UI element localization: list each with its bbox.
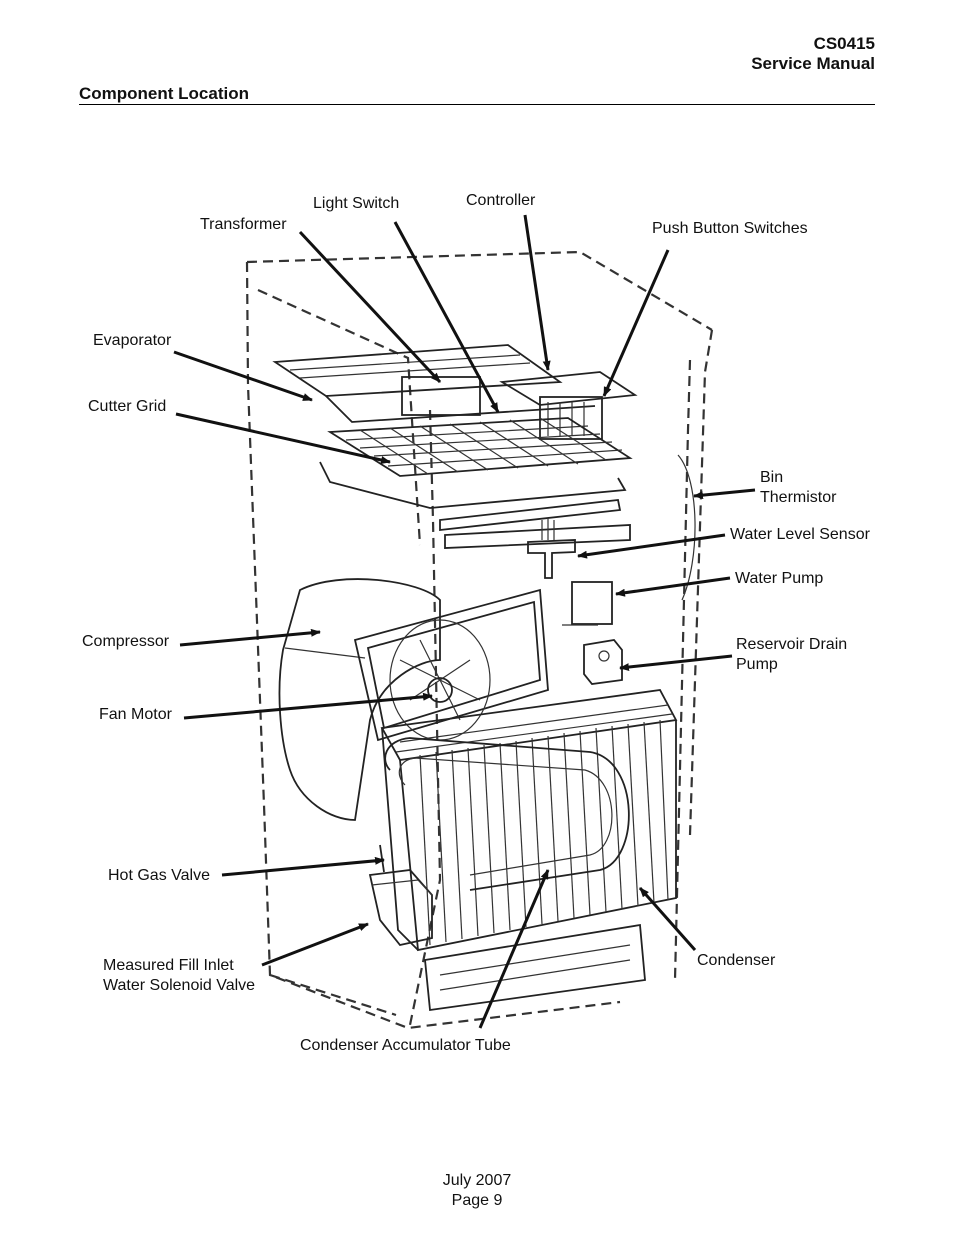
arrow-bin-thermistor [693,488,756,500]
label-bin-thermistor-line1: Bin [760,469,783,486]
arrow-controller [523,214,551,371]
label-measured-fill-line1: Measured Fill Inlet [103,957,234,974]
label-condenser: Condenser [697,952,776,969]
label-push-button-switches: Push Button Switches [652,220,808,237]
arrow-transformer [298,230,442,384]
arrow-measured-fill [261,922,369,967]
arrow-cutter-grid [175,412,391,464]
footer-page-number: Page 9 [451,1192,503,1209]
label-reservoir-drain-pump-line2: Pump [736,656,778,673]
reservoir-components [527,454,696,685]
document-title: Service Manual [751,54,875,73]
arrow-push-button-switches [602,249,670,397]
arrow-evaporator [173,350,313,402]
cutter-grid [319,417,633,549]
arrow-hot-gas-valve [221,856,385,877]
label-condenser-accumulator-tube: Condenser Accumulator Tube [300,1037,511,1054]
compressor [278,578,441,821]
fan-assembly [353,588,549,742]
label-hot-gas-valve: Hot Gas Valve [108,867,210,884]
footer-date: July 2007 [442,1172,512,1189]
evaporator-assembly [272,344,638,440]
label-light-switch: Light Switch [313,195,399,212]
document-code: CS0415 [813,34,875,53]
arrow-light-switch [393,221,500,413]
arrow-condenser [638,887,697,951]
label-transformer: Transformer [200,216,287,233]
label-water-level-sensor: Water Level Sensor [730,526,871,543]
arrow-compressor [179,628,321,647]
arrow-fan-motor [183,692,433,720]
header-rule [79,104,875,105]
label-compressor: Compressor [82,633,170,650]
arrow-condenser-accumulator-tube [478,869,550,1029]
condenser [380,689,678,1012]
callout-arrows [173,214,756,1029]
section-title: Component Location [79,84,249,103]
callout-labels: Light Switch Controller Transformer Push… [82,192,871,1054]
label-cutter-grid: Cutter Grid [88,398,166,415]
label-evaporator: Evaporator [93,332,172,349]
arrow-water-level-sensor [577,533,726,559]
label-measured-fill-line2: Water Solenoid Valve [103,977,255,994]
label-fan-motor: Fan Motor [99,706,173,723]
label-controller: Controller [466,192,536,209]
arrow-reservoir-drain-pump [619,654,733,672]
label-bin-thermistor-line2: Thermistor [760,489,837,506]
label-reservoir-drain-pump-line1: Reservoir Drain [736,636,847,653]
cabinet-outline [245,250,714,1030]
label-water-pump: Water Pump [735,570,823,587]
arrow-water-pump [615,576,731,597]
